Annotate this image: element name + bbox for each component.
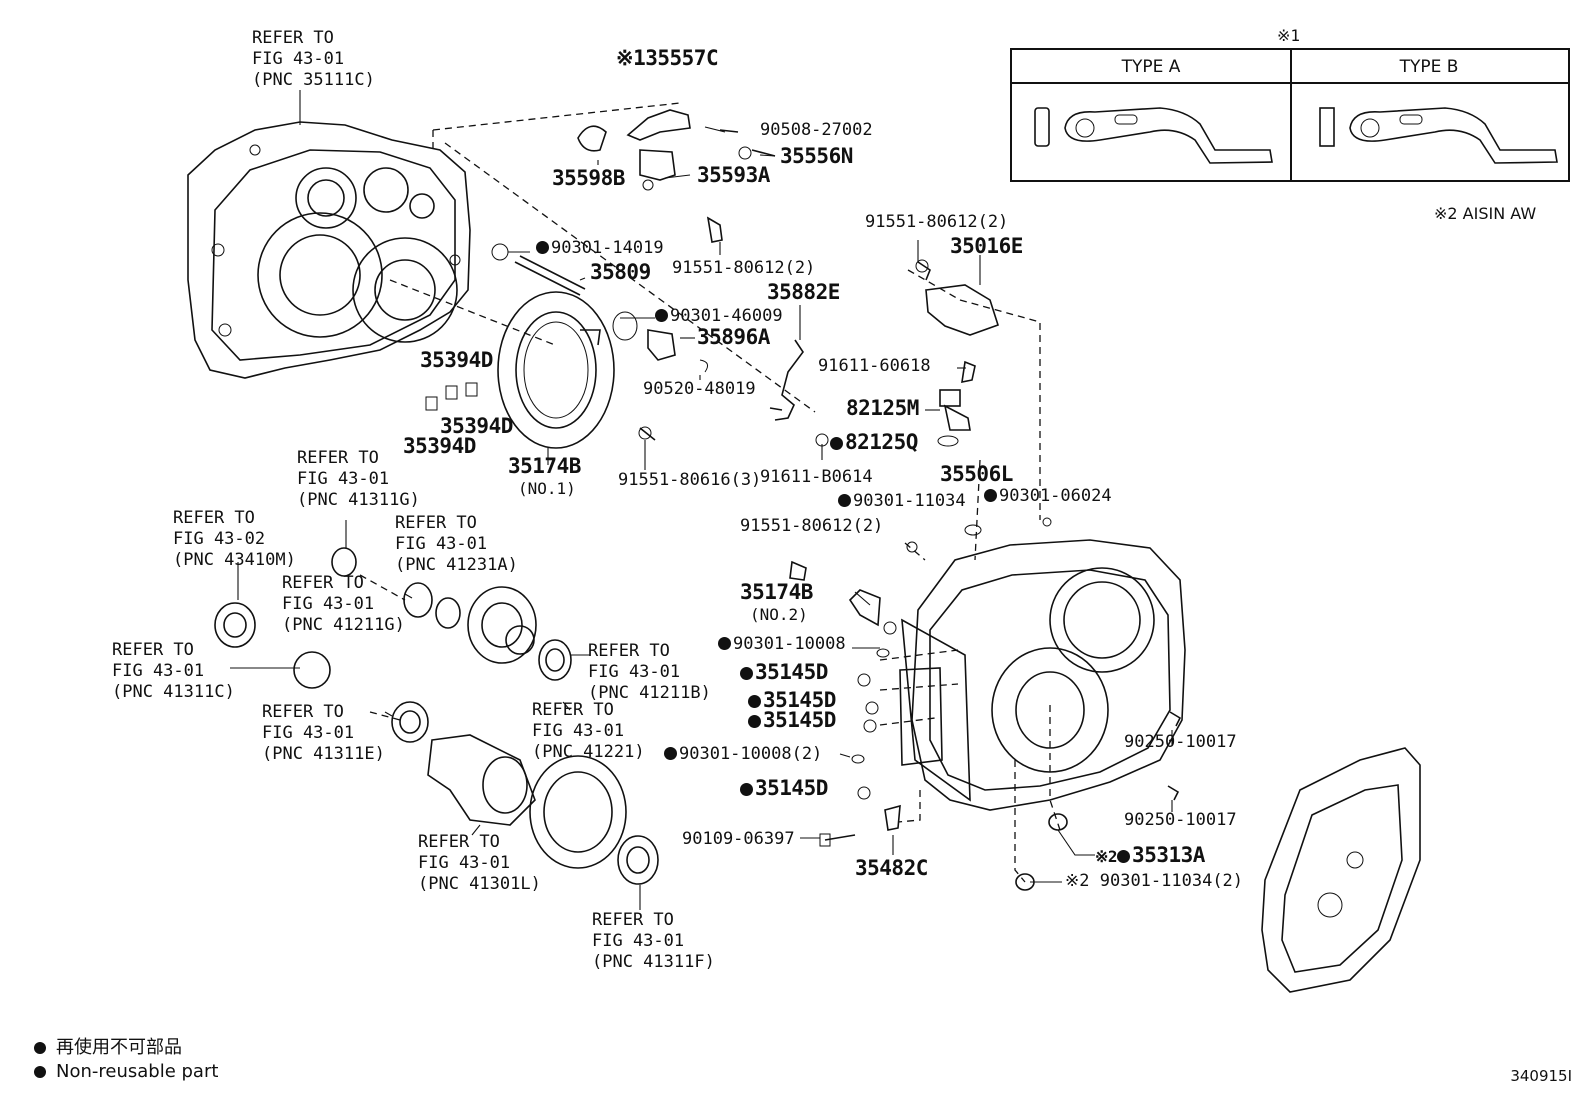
type-variant-table: TYPE A TYPE B — [1010, 48, 1570, 182]
non-reusable-dot-icon — [655, 309, 668, 322]
transmission-case-illustration — [187, 121, 471, 379]
ref-label-41311e[interactable]: REFER TO FIG 43-01 (PNC 41311E) — [262, 702, 385, 764]
part-label-90301-06024[interactable]: 90301-06024 — [984, 488, 1112, 505]
part-sublabel-no2: (NO.2) — [750, 605, 808, 624]
bearing-retainer-no1 — [497, 291, 656, 449]
part-label-35506l[interactable]: 35506L — [940, 462, 1013, 486]
part-label-90301-10008[interactable]: 90301-10008 — [718, 636, 846, 653]
part-label-91551-80612-mid[interactable]: 91551-80612(2) — [740, 516, 884, 536]
part-label-91551-80616[interactable]: 91551-80616(3) — [618, 470, 762, 490]
non-reusable-dot-icon — [830, 437, 843, 450]
non-reusable-dot-icon — [536, 241, 549, 254]
non-reusable-dot-icon — [718, 637, 731, 650]
part-label-90250-10017-b[interactable]: 90250-10017 — [1124, 810, 1237, 830]
non-reusable-dot-icon — [748, 695, 761, 708]
supplier-note: ※2 AISIN AW — [1434, 204, 1537, 223]
ref-label-41221[interactable]: REFER TO FIG 43-01 (PNC 41221) — [532, 700, 645, 762]
cable-35882e — [769, 339, 804, 421]
part-label-90520-48019[interactable]: 90520-48019 — [643, 379, 756, 399]
part-label-35174b-no2[interactable]: 35174B — [740, 580, 813, 604]
legend-line-english: Non-reusable part — [34, 1061, 218, 1082]
figure-number: 340915I — [1510, 1067, 1572, 1085]
part-label-90301-11034-2[interactable]: ※2 90301-11034(2) — [1065, 871, 1244, 891]
gear-and-bearing-cluster — [214, 547, 659, 885]
part-label-35598b[interactable]: 35598B — [552, 166, 625, 190]
part-label-35145d-2[interactable]: 35145D — [748, 690, 836, 711]
part-label-35145d-1[interactable]: 35145D — [740, 662, 828, 683]
ref-label-43410m[interactable]: REFER TO FIG 43-02 (PNC 43410M) — [173, 508, 296, 570]
non-reusable-dot-icon — [740, 667, 753, 680]
leader-lines — [230, 90, 1173, 910]
part-label-91551-80612-top[interactable]: 91551-80612(2) — [672, 258, 816, 278]
transmission-housing-illustration — [848, 539, 1186, 811]
dashed-leader-lines — [359, 102, 1061, 883]
part-sublabel-no1: (NO.1) — [518, 479, 576, 498]
part-label-90301-11034[interactable]: 90301-11034 — [838, 493, 966, 510]
non-reusable-dot-icon — [740, 783, 753, 796]
part-label-35394d-c[interactable]: 35394D — [403, 434, 476, 458]
part-label-35593a[interactable]: 35593A — [697, 163, 770, 187]
part-label-35145d-3[interactable]: 35145D — [748, 710, 836, 731]
part-label-35145d-4[interactable]: 35145D — [740, 778, 828, 799]
part-label-90508-27002[interactable]: 90508-27002 — [760, 120, 873, 140]
blocks-35394d — [425, 382, 478, 411]
part-label-82125m[interactable]: 82125M — [846, 396, 919, 420]
non-reusable-dot-icon — [838, 494, 851, 507]
ref-label-41301l[interactable]: REFER TO FIG 43-01 (PNC 41301L) — [418, 832, 541, 894]
part-label-90250-10017-a[interactable]: 90250-10017 — [1124, 732, 1237, 752]
part-label-91611-b0614[interactable]: 91611-B0614 — [760, 467, 873, 487]
type-b-header: TYPE B — [1290, 50, 1568, 84]
part-label-35394d-a[interactable]: 35394D — [420, 348, 493, 372]
part-label-90109-06397[interactable]: 90109-06397 — [682, 829, 795, 849]
part-label-35394d-b[interactable]: 35394D — [440, 414, 513, 438]
ref-label-35111c[interactable]: REFER TO FIG 43-01 (PNC 35111C) — [252, 28, 375, 90]
type-a-header: TYPE A — [1012, 50, 1290, 84]
part-label-35557c[interactable]: ※135557C — [616, 46, 719, 70]
ref-label-41211b[interactable]: REFER TO FIG 43-01 (PNC 41211B) — [588, 641, 711, 703]
non-reusable-dot-icon — [664, 747, 677, 760]
non-reusable-dot-icon — [984, 489, 997, 502]
ref-label-41311g[interactable]: REFER TO FIG 43-01 (PNC 41311G) — [297, 448, 420, 510]
part-label-90301-46009[interactable]: 90301-46009 — [655, 308, 783, 325]
part-label-35896a[interactable]: 35896A — [697, 325, 770, 349]
part-label-91551-80612-right[interactable]: 91551-80612(2) — [865, 212, 1009, 232]
small-parts-top — [491, 109, 776, 373]
part-label-90301-10008-2[interactable]: 90301-10008(2) — [664, 746, 822, 763]
part-label-35016e[interactable]: 35016E — [950, 234, 1023, 258]
non-reusable-dot-icon — [1117, 850, 1131, 863]
transmission-location-view — [1261, 747, 1421, 993]
ref-label-41311f[interactable]: REFER TO FIG 43-01 (PNC 41311F) — [592, 910, 715, 972]
ref-label-41211g[interactable]: REFER TO FIG 43-01 (PNC 41211G) — [282, 573, 405, 635]
ref-label-41231a[interactable]: REFER TO FIG 43-01 (PNC 41231A) — [395, 513, 518, 575]
legend-line-japanese: 再使用不可部品 — [34, 1033, 182, 1059]
type-note-marker: ※1 — [1277, 26, 1301, 45]
part-label-35809[interactable]: 35809 — [590, 260, 651, 284]
part-label-35174b-no1[interactable]: 35174B — [508, 454, 581, 478]
non-reusable-dot-icon — [34, 1066, 46, 1078]
non-reusable-dot-icon — [748, 715, 761, 728]
part-label-90301-14019[interactable]: 90301-14019 — [536, 240, 664, 257]
part-label-35556n[interactable]: 35556N — [780, 144, 853, 168]
ref-label-41311c[interactable]: REFER TO FIG 43-01 (PNC 41311C) — [112, 640, 235, 702]
part-label-35482c[interactable]: 35482C — [855, 856, 928, 880]
bracket-and-sensor — [789, 259, 1052, 581]
type-variant-drawings — [1034, 107, 1558, 164]
non-reusable-dot-icon — [34, 1042, 46, 1054]
table-divider — [1290, 50, 1292, 180]
part-label-82125q[interactable]: 82125Q — [830, 432, 918, 453]
part-label-35882e[interactable]: 35882E — [767, 280, 840, 304]
part-label-91611-60618[interactable]: 91611-60618 — [818, 356, 931, 376]
